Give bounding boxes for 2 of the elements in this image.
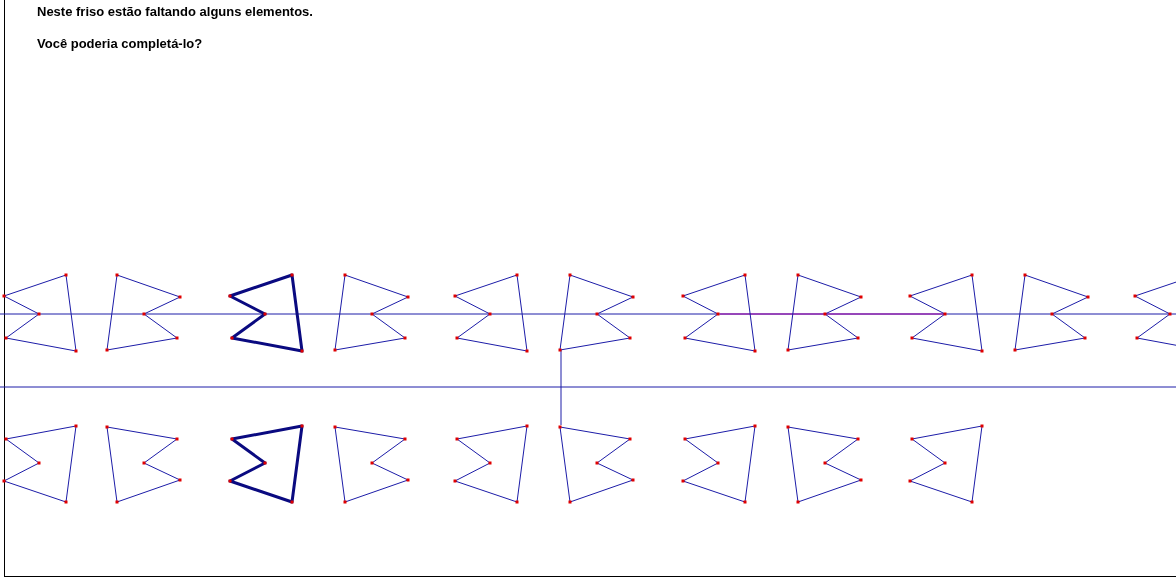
instruction-text: Neste friso estão faltando alguns elementos.: [37, 4, 314, 20]
instruction-text: Você poderia completá-lo?: [37, 36, 204, 52]
